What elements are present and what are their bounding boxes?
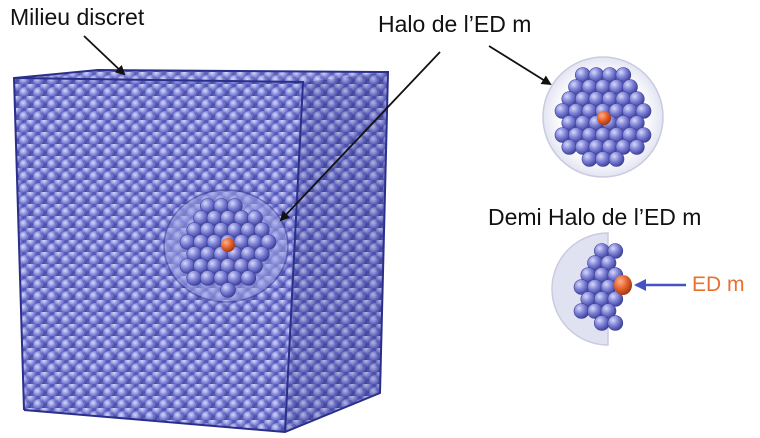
packed-sphere xyxy=(595,151,611,167)
arrow-halo-detail xyxy=(488,45,552,86)
packed-sphere xyxy=(628,139,645,155)
packed-sphere xyxy=(607,291,624,307)
cube-halo-ed-particle xyxy=(221,238,235,252)
label-halo: Halo de l’ED m xyxy=(378,11,532,37)
packed-sphere xyxy=(581,151,598,167)
cube-halo xyxy=(163,189,289,303)
packed-sphere xyxy=(227,198,243,214)
packed-sphere xyxy=(253,246,270,262)
half-halo-spheres xyxy=(573,243,624,331)
packed-sphere xyxy=(628,91,645,107)
packed-sphere xyxy=(607,243,624,259)
cube-front-face xyxy=(14,78,303,432)
cube-right-face-shade xyxy=(285,72,388,432)
half-halo-detail xyxy=(551,232,632,346)
packed-sphere xyxy=(253,222,270,238)
packed-sphere xyxy=(561,139,578,155)
halo-detail-spheres xyxy=(554,67,652,167)
arrow-milieu xyxy=(83,35,126,76)
label-milieu-discret: Milieu discret xyxy=(10,4,145,30)
packed-sphere xyxy=(600,255,617,271)
cube-right-face xyxy=(285,72,388,432)
cube-front-edges xyxy=(13,77,305,433)
packed-sphere xyxy=(186,270,203,286)
packed-sphere xyxy=(608,151,625,167)
half-halo-ed-particle xyxy=(614,275,632,295)
packed-sphere xyxy=(220,282,236,298)
packed-sphere xyxy=(573,303,590,319)
discrete-medium-cube xyxy=(12,68,390,434)
packed-sphere xyxy=(247,258,263,274)
packed-sphere xyxy=(600,303,617,319)
arrow-halo-cube xyxy=(279,51,441,222)
packed-sphere xyxy=(607,315,624,331)
packed-sphere xyxy=(200,270,216,286)
packed-sphere xyxy=(635,103,652,119)
packed-sphere xyxy=(635,127,652,143)
packed-sphere xyxy=(247,210,263,226)
halo-detail-ed-particle xyxy=(597,111,611,125)
label-ed-m: ED m xyxy=(692,273,745,296)
packed-sphere xyxy=(593,315,610,331)
packed-sphere xyxy=(260,234,277,250)
label-demi-halo: Demi Halo de l’ED m xyxy=(488,204,702,230)
halo-detail xyxy=(542,56,664,178)
packed-sphere xyxy=(628,115,645,131)
packed-sphere xyxy=(622,79,638,95)
cube-halo-spheres xyxy=(179,198,277,298)
packed-sphere xyxy=(615,67,632,83)
packed-sphere xyxy=(240,270,257,286)
